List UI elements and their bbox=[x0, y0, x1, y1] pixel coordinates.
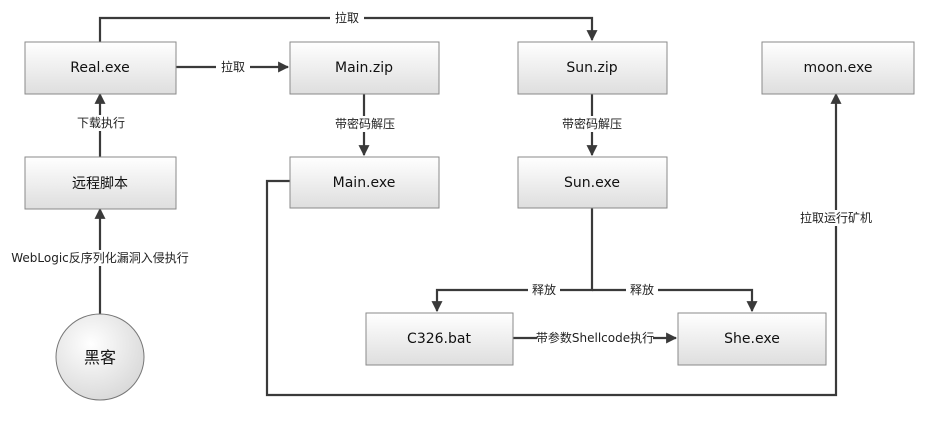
edge-sun-zip-to-sun-exe: 带密码解压 bbox=[557, 94, 627, 157]
svg-text:C326.bat: C326.bat bbox=[407, 331, 471, 347]
svg-text:黑客: 黑客 bbox=[84, 348, 116, 367]
svg-text:moon.exe: moon.exe bbox=[804, 60, 873, 76]
node-hacker: 黑客 bbox=[55, 313, 145, 401]
edge-real-to-sun-zip: 拉取 bbox=[98, 10, 598, 42]
edge-label-weblogic: WebLogic反序列化漏洞入侵执行 bbox=[11, 250, 189, 265]
svg-text:远程脚本: 远程脚本 bbox=[72, 176, 128, 192]
node-real-exe: Real.exe bbox=[24, 41, 177, 95]
edge-real-to-main-zip: 拉取 bbox=[176, 59, 290, 75]
svg-text:Real.exe: Real.exe bbox=[70, 60, 129, 76]
edge-label-release-left: 释放 bbox=[532, 282, 556, 297]
node-c326-bat: C326.bat bbox=[365, 312, 514, 366]
node-sun-exe: Sun.exe bbox=[517, 156, 668, 209]
edge-main-zip-to-main-exe: 带密码解压 bbox=[330, 94, 400, 157]
node-main-exe: Main.exe bbox=[289, 156, 440, 209]
edge-label-pull-top: 拉取 bbox=[335, 10, 359, 25]
node-main-zip: Main.zip bbox=[289, 41, 440, 95]
node-she-exe: She.exe bbox=[677, 312, 827, 366]
edge-label-unzip-main: 带密码解压 bbox=[335, 116, 395, 131]
edge-label-pull-miner: 拉取运行矿机 bbox=[800, 210, 872, 225]
edge-remote-to-real: 下载执行 bbox=[73, 92, 129, 157]
svg-text:Main.exe: Main.exe bbox=[333, 175, 396, 191]
edge-label-release-right: 释放 bbox=[630, 282, 654, 297]
edge-sun-exe-release: 释放 释放 bbox=[431, 208, 758, 313]
edge-hacker-to-remote: WebLogic反序列化漏洞入侵执行 bbox=[8, 207, 192, 314]
edge-label-unzip-sun: 带密码解压 bbox=[562, 116, 622, 131]
edge-label-download-exec: 下载执行 bbox=[77, 116, 125, 130]
node-remote-script: 远程脚本 bbox=[24, 156, 177, 210]
edge-main-exe-to-moon: 拉取运行矿机 bbox=[265, 92, 874, 397]
svg-text:Sun.zip: Sun.zip bbox=[566, 60, 617, 76]
edge-c326-to-she: 带参数Shellcode执行 bbox=[513, 330, 678, 346]
svg-text:Sun.exe: Sun.exe bbox=[564, 175, 620, 191]
edge-label-shellcode: 带参数Shellcode执行 bbox=[536, 330, 654, 345]
node-moon-exe: moon.exe bbox=[761, 41, 915, 95]
edge-label-pull-main: 拉取 bbox=[221, 59, 245, 74]
svg-text:Main.zip: Main.zip bbox=[335, 60, 393, 76]
svg-text:She.exe: She.exe bbox=[724, 331, 780, 347]
node-sun-zip: Sun.zip bbox=[517, 41, 668, 95]
